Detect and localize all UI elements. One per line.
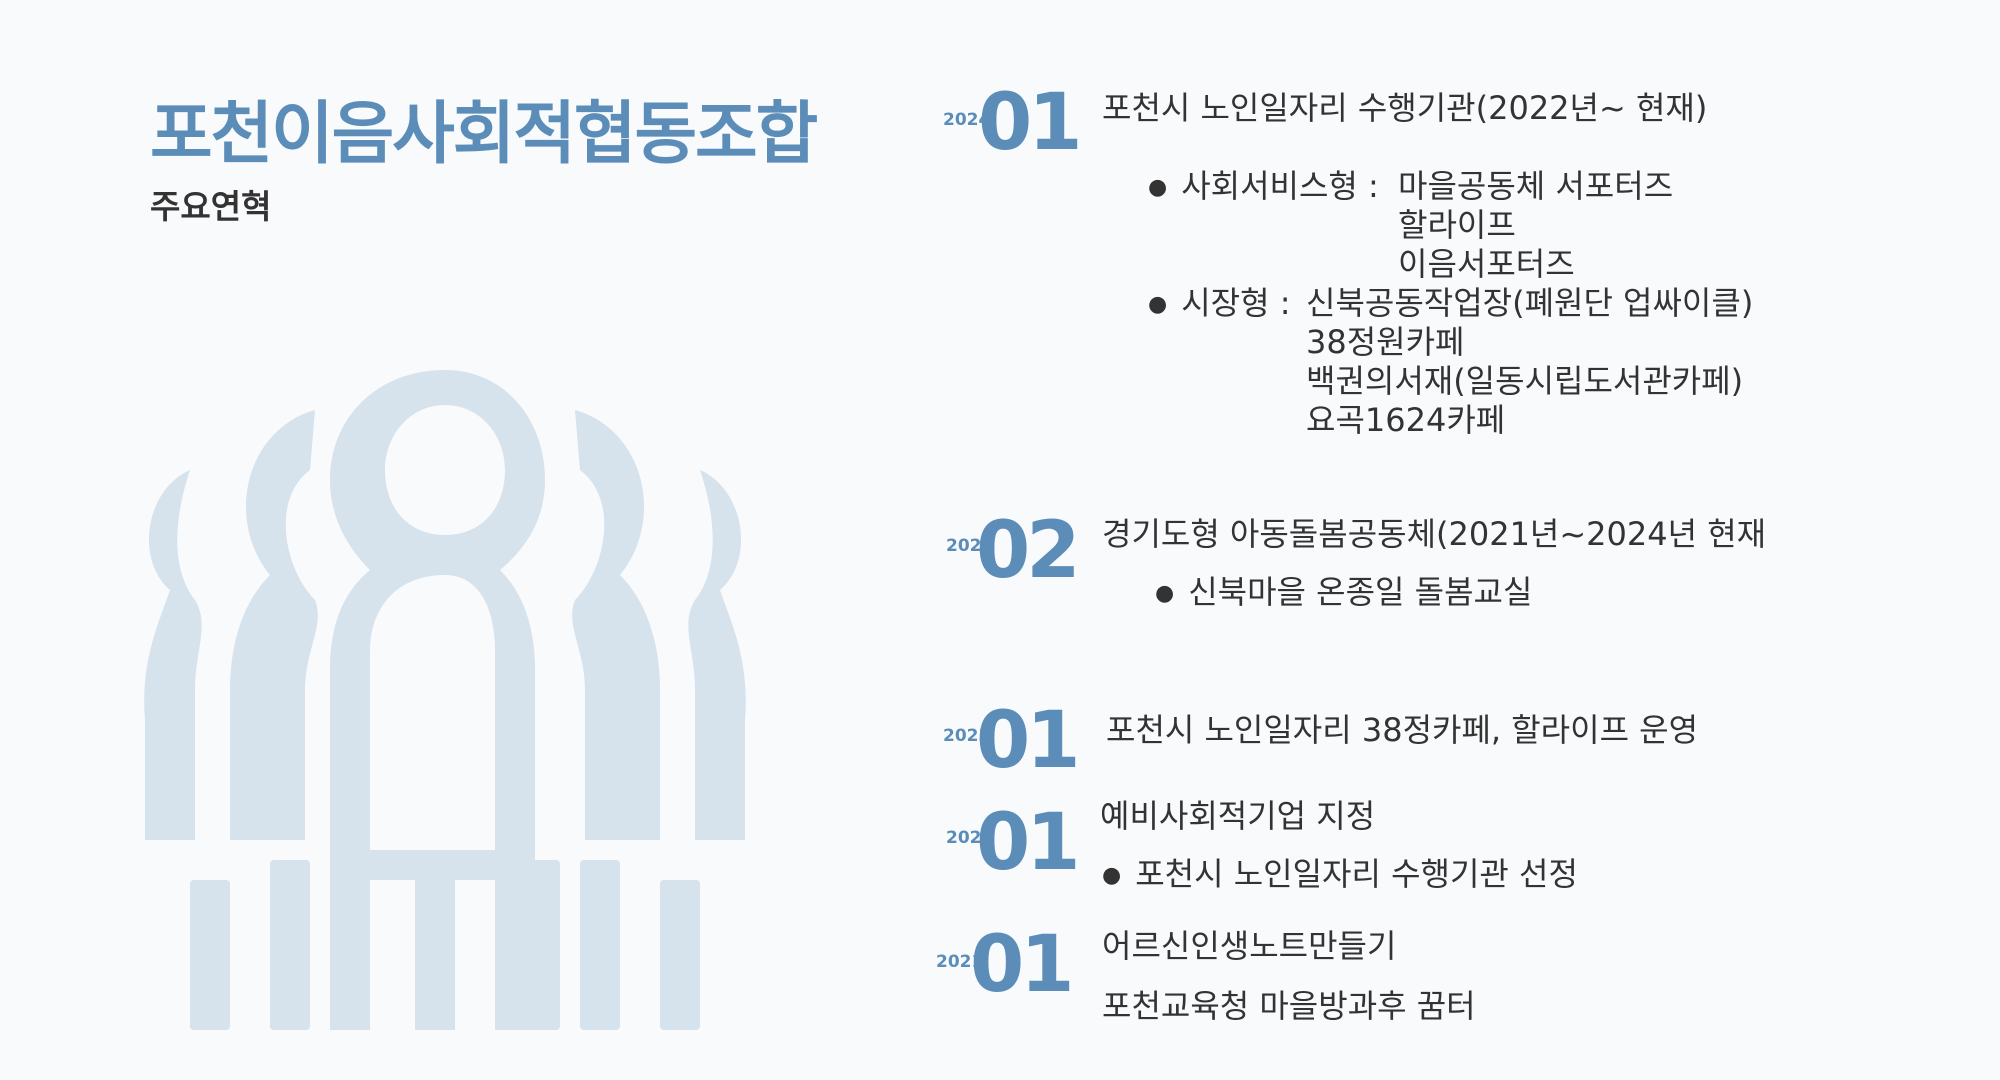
entry-number: 01 xyxy=(970,920,1075,1010)
bullet-text: 포천시 노인일자리 수행기관 선정 xyxy=(1135,855,1578,893)
page-title: 포천이음사회적협동조합 xyxy=(150,95,818,174)
entry-number: 02 xyxy=(976,506,1081,596)
entry-number: 01 xyxy=(976,696,1081,786)
page-subtitle: 주요연혁 xyxy=(150,187,272,226)
bullet-dot: ● xyxy=(1148,175,1168,200)
sub-item: 백권의서재(일동시립도서관카페) xyxy=(1306,362,1744,400)
entry-number: 01 xyxy=(978,78,1083,168)
bullet-text: 신북마을 온종일 돌봄교실 xyxy=(1188,573,1533,611)
entry-year: 2023 xyxy=(943,726,991,746)
entry-bullet: ● 시장형 : xyxy=(1148,287,1290,319)
person-far-right xyxy=(688,470,746,840)
entry-year: 2024 xyxy=(946,536,994,556)
person-far-right-leg xyxy=(660,880,700,1030)
entry-heading: 예비사회적기업 지정 xyxy=(1100,797,1376,835)
sub-item: 마을공동체 서포터즈 xyxy=(1398,167,1674,205)
sub-item: 신북공동작업장(폐원단 업싸이클) xyxy=(1306,284,1754,322)
sub-item: 요곡1624카페 xyxy=(1306,401,1506,439)
entry-year: 2024 xyxy=(943,110,991,130)
entry-heading: 경기도형 아동돌봄공동체(2021년~2024년 현재 xyxy=(1102,515,1767,553)
bullet-dot: ● xyxy=(1102,863,1122,888)
person-center xyxy=(330,370,545,1030)
people-illustration xyxy=(144,370,746,1030)
entry-year: 2021 xyxy=(936,952,984,972)
entry-bullet: ● 포천시 노인일자리 수행기관 선정 xyxy=(1102,858,1578,890)
entry-line: 어르신인생노트만들기 xyxy=(1102,927,1397,965)
bullet-label: 사회서비스형 : xyxy=(1181,167,1379,205)
entry-line: 포천교육청 마을방과후 꿈터 xyxy=(1102,987,1476,1025)
bullet-dot: ● xyxy=(1148,292,1168,317)
entry-bullet: ● 사회서비스형 : xyxy=(1148,170,1379,202)
person-far-left xyxy=(144,470,202,840)
entry-number: 01 xyxy=(976,798,1081,888)
sub-item: 38정원카페 xyxy=(1306,323,1465,361)
sub-item: 이음서포터즈 xyxy=(1398,245,1575,283)
person-right-middle xyxy=(572,410,660,840)
entry-bullet: ● 신북마을 온종일 돌봄교실 xyxy=(1155,576,1532,608)
person-left-middle-leg xyxy=(270,860,310,1030)
person-far-left-leg xyxy=(190,880,230,1030)
bullet-dot: ● xyxy=(1155,581,1175,606)
person-right-middle-leg xyxy=(580,860,620,1030)
entry-year: 2022 xyxy=(946,828,994,848)
person-left-middle xyxy=(230,410,318,840)
entry-heading: 포천시 노인일자리 수행기관(2022년~ 현재) xyxy=(1102,89,1708,127)
entry-heading: 포천시 노인일자리 38정카페, 할라이프 운영 xyxy=(1106,711,1699,749)
sub-item: 할라이프 xyxy=(1398,206,1516,244)
bullet-label: 시장형 : xyxy=(1181,284,1291,322)
